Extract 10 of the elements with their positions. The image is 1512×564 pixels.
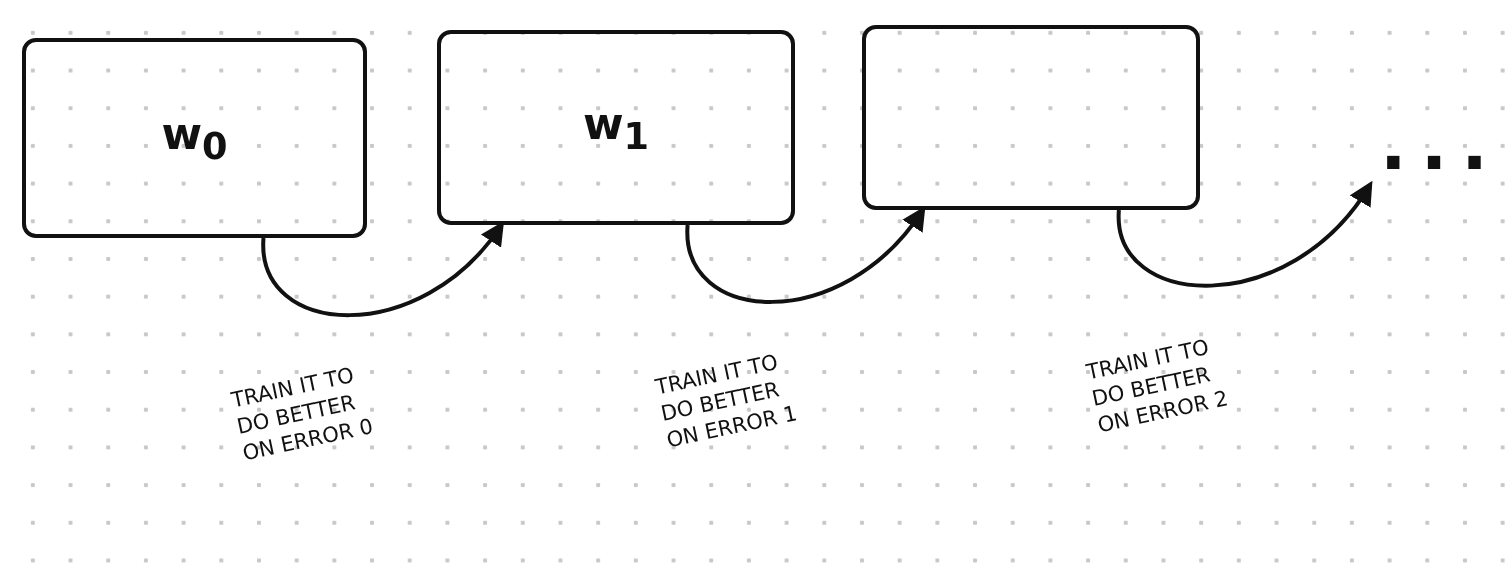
- empty-box: [862, 25, 1200, 210]
- curved-arrow: [1116, 181, 1373, 288]
- ellipsis-text: ...: [1380, 110, 1502, 180]
- weight-label: w$_{1}$: [582, 97, 650, 158]
- edge-label: TRAIN IT TO DO BETTER ON ERROR 2: [1083, 334, 1231, 440]
- edge-label: TRAIN IT TO DO BETTER ON ERROR 1: [652, 349, 800, 455]
- process-box: [437, 30, 795, 225]
- weight-label: w$_{0}$: [161, 108, 228, 168]
- process-box: [22, 38, 367, 238]
- edge-label: TRAIN IT TO DO BETTER ON ERROR 0: [228, 362, 376, 468]
